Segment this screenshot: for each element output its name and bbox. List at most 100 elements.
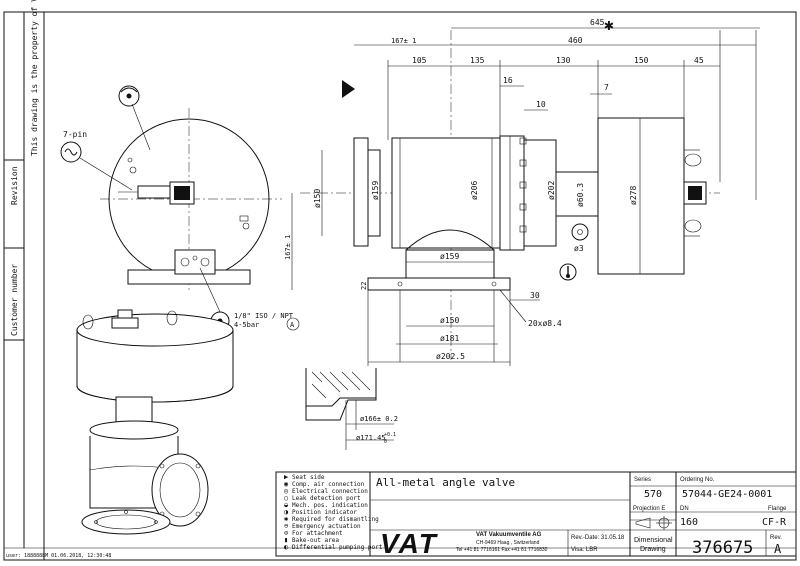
- inner-frame: [43, 11, 797, 561]
- side-view: ø3: [300, 30, 720, 360]
- dim-phi60: ø60.3: [576, 183, 585, 207]
- phi3-label: ø3: [574, 244, 584, 253]
- side-dimensions: ø150 ø159 ø206 ø202 ø60.3 ø278 167± 1 22…: [284, 150, 638, 366]
- company-address: CH-9469 Haag , Switzerland: [476, 540, 540, 546]
- electrical-connection-icon: [60, 141, 82, 163]
- dimensional-label: Dimensional: [634, 537, 673, 544]
- pin-label: 7-pin: [63, 130, 87, 139]
- bellows-teeth: [519, 137, 527, 233]
- flange-value: CF-R: [762, 517, 787, 528]
- dim-135: 135: [470, 56, 485, 65]
- legend-item-label: Emergency actuation: [292, 523, 361, 530]
- legend-item-label: For attachment: [292, 530, 343, 537]
- dim-30: 30: [530, 291, 540, 300]
- dim-645: 645: [590, 18, 605, 27]
- company-name: VAT Vakuumventile AG: [476, 532, 542, 538]
- dim-phi150: ø150: [313, 189, 322, 208]
- dismantling-star-icon: ✱: [604, 15, 614, 34]
- dim-167: 167± 1: [391, 37, 416, 45]
- dim-bottom-phi2025: ø202.5: [436, 352, 465, 361]
- series-label: Series: [634, 477, 651, 483]
- legend-item: ⊖: [284, 522, 288, 530]
- dim-bottom-phi181: ø181: [440, 334, 459, 343]
- projection-label: Projection E: [633, 506, 665, 512]
- legend-item-label: Electrical connection: [292, 488, 368, 495]
- top-dimensions: 645 ✱ 460 167± 1 105 135 130 150 45 16 1…: [354, 15, 760, 200]
- seat-side-icon: [342, 80, 355, 98]
- dim-460: 460: [568, 36, 583, 45]
- front-view: 7-pin 1/8" ISO / NPT 4-5bar A: [60, 85, 300, 331]
- dim-phi171-tol-top: +0.1: [384, 432, 396, 438]
- company-phone: Tel +41 81 7716161 Fax +41 81 7716830: [456, 547, 548, 553]
- detail-view: ø166± 0.2 ø171.45 +0.1 0: [305, 368, 398, 450]
- legend-item-label: Position indicator: [292, 509, 357, 516]
- dim-7: 7: [604, 83, 609, 92]
- customer-number-label: Customer number: [10, 264, 19, 336]
- dim-phi166: ø166± 0.2: [360, 415, 398, 423]
- port-thread-label: 1/8" ISO / NPT: [234, 312, 294, 320]
- dn-value: 160: [680, 517, 698, 528]
- legend-item: ◎: [284, 487, 289, 495]
- projection-symbol-icon: [635, 516, 672, 530]
- legend-item: ⊙: [284, 529, 288, 537]
- drawing-number: 376675: [692, 538, 753, 558]
- marker-a: A: [290, 321, 295, 329]
- legend-item: ▶: [284, 473, 289, 481]
- visa: Visa: LBR: [571, 547, 598, 553]
- legend-item-label: Bake-out area: [292, 537, 339, 544]
- port-pressure-label: 4-5bar: [234, 321, 259, 329]
- drawing-label: Drawing: [640, 546, 666, 553]
- dim-45: 45: [694, 56, 704, 65]
- dim-phi171: ø171.45: [356, 434, 386, 442]
- drawing-title: All-metal angle valve: [376, 476, 515, 489]
- isometric-view: [76, 309, 234, 535]
- footer-user-stamp: user: 1888888M 01.06.2018, 12:30:48: [6, 553, 111, 559]
- legend-item-label: Seat side: [292, 474, 325, 481]
- rev-date: Rev.-Date: 31.05.18: [571, 535, 625, 541]
- flange-label: Flange: [768, 506, 787, 512]
- dim-phi171-tol-bot: 0: [384, 439, 387, 445]
- legend-item: ◒: [284, 501, 288, 509]
- legend-item-label: Leak detection port: [292, 495, 361, 502]
- ordering-label: Ordering No.: [680, 477, 715, 483]
- legend-item: ✱: [284, 515, 289, 523]
- series-value: 570: [644, 489, 662, 500]
- dim-phi206: ø206: [470, 181, 479, 200]
- dim-105: 105: [412, 56, 427, 65]
- dim-16: 16: [503, 76, 513, 85]
- dim-holes: 20xø8.4: [528, 319, 562, 328]
- legend-item: ◑: [284, 508, 289, 516]
- legend-item: ○: [284, 494, 288, 502]
- bakeout-icon: [559, 263, 577, 281]
- legend-item-label: Mech. pos. indication: [292, 502, 368, 509]
- dim-130: 130: [556, 56, 571, 65]
- dim-bottom-phi159: ø159: [440, 252, 459, 261]
- dim-167-vertical: 167± 1: [284, 235, 292, 260]
- leak-port-icon: [571, 223, 589, 241]
- left-sidebar: This drawing is the property of VAT. Rev…: [4, 0, 796, 549]
- dim-phi202: ø202: [547, 181, 556, 200]
- dim-bottom-phi150: ø150: [440, 316, 459, 325]
- dim-150: 150: [634, 56, 649, 65]
- revision-label: Revision: [10, 166, 19, 205]
- rev-label: Rev.: [770, 535, 782, 541]
- vat-logo: VAT: [380, 528, 439, 559]
- position-indicator-icon: [118, 85, 140, 107]
- legend-item: ▮: [284, 536, 288, 544]
- ordering-value: 57044-GE24-0001: [682, 489, 772, 500]
- dim-10: 10: [536, 100, 546, 109]
- dim-phi278: ø278: [629, 186, 638, 205]
- dim-phi159: ø159: [371, 181, 380, 200]
- dim-22: 22: [360, 282, 368, 290]
- legend-item: ◐: [284, 543, 288, 551]
- legend-item-label: Differential pumping port: [292, 544, 383, 551]
- title-fields: All-metal angle valve VAT VAT Vakuumvent…: [376, 476, 787, 559]
- rev-value: A: [774, 542, 782, 556]
- dn-label: DN: [680, 506, 689, 512]
- legend-item-label: Required for dismantling: [292, 516, 379, 523]
- legend-item-label: Comp. air connection: [292, 481, 365, 488]
- legend-item: ◉: [284, 480, 288, 488]
- legend: ▶ Seat side ◉ Comp. air connection ◎ Ele…: [284, 473, 383, 551]
- marker-a-circle: [286, 317, 300, 331]
